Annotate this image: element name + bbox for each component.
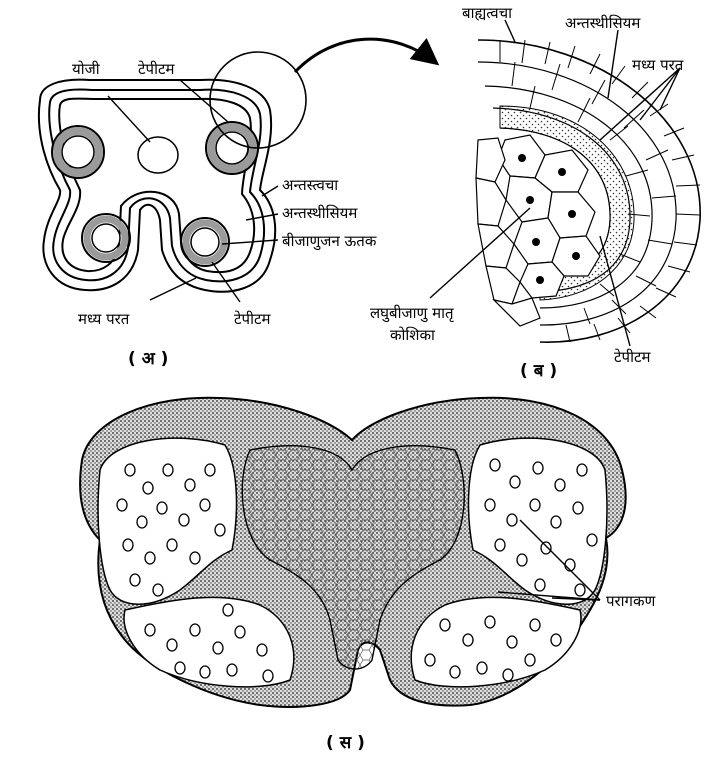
label-endothecium-b: अन्तस्थीसियम [565, 14, 641, 32]
microsporangium-bottom-left [82, 214, 130, 262]
microsporangium-top-left [52, 126, 104, 178]
label-sporogenous-tissue: बीजाणुजन ऊतक [282, 232, 377, 251]
caption-c: ( स ) [326, 733, 365, 753]
label-endothecium-skin: अन्तस्त्वचा [282, 176, 339, 194]
panel-c-mature-anther: परागकण ( स ) [80, 398, 656, 753]
microsporangium-bottom-right [181, 218, 229, 266]
panel-b-wall-enlarged: बाह्यत्वचा अन्तस्थीसियम मध्य परत लघुबीजा… [370, 4, 700, 381]
caption-b: ( ब ) [520, 361, 557, 381]
magnify-arrow [295, 39, 435, 72]
label-epidermis: बाह्यत्वचा [462, 4, 513, 22]
connective-yoji [138, 137, 178, 173]
anther-outline [39, 80, 275, 292]
label-middle-layer-a: मध्य परत [78, 310, 130, 328]
caption-a: ( अ ) [128, 349, 168, 369]
microspore-mother-cells [498, 135, 600, 298]
label-tapetum-top: टेपीटम [138, 60, 176, 78]
label-tapetum-b: टेपीटम [614, 348, 652, 366]
label-pollen: परागकण [606, 592, 657, 610]
label-mother-cell-2: कोशिका [390, 326, 436, 344]
label-tapetum-bottom: टेपीटम [234, 310, 272, 328]
label-yoji: योजी [72, 60, 101, 78]
label-middle-layer-b: मध्य परत [632, 56, 684, 74]
label-mother-cell-1: लघुबीजाणु मातृ [370, 304, 455, 323]
label-endothecium-a: अन्तस्थीसियम [282, 204, 358, 222]
